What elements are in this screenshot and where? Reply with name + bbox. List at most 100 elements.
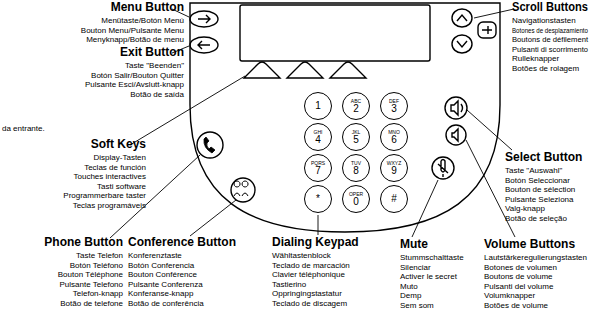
phone-icon	[204, 137, 215, 153]
part-translation: Tastierino	[272, 280, 306, 290]
leader-line	[318, 215, 319, 235]
part-translation: Pulsanti di scorrimento	[512, 45, 588, 55]
part-translation: Oppringingstastatur	[272, 289, 342, 299]
conference-icon	[234, 181, 248, 196]
scroll-down-button	[452, 35, 472, 53]
part-translation: Pulsante Telefono	[60, 280, 123, 290]
part-translation: Bouton Téléphone	[58, 270, 123, 280]
menu-icon	[198, 15, 210, 23]
part-translation: Botões de volume	[484, 301, 548, 311]
key-digit: #	[391, 194, 397, 204]
key-digit: 9	[391, 166, 397, 176]
part-translation: Rulleknapper	[512, 54, 559, 64]
part-translation: Konferanse-knapp	[128, 289, 193, 299]
part-translation: Volumknapper	[484, 291, 535, 301]
keypad-key: OPER0	[342, 185, 370, 213]
part-translation: Bouton de sélection	[505, 185, 575, 195]
menu-button	[190, 11, 218, 27]
part-translation: Botão de saída	[130, 90, 184, 100]
part-translation: Display-Tasten	[94, 153, 146, 163]
part-translation: Botón Salir/Bouton Quitter	[91, 71, 184, 81]
part-translation: Botão de telefone	[60, 299, 123, 309]
part-name: Dialing Keypad	[272, 236, 359, 249]
volume-down-icon	[452, 129, 458, 141]
part-name: Exit Button	[120, 46, 184, 59]
keypad-key: ABC2	[342, 92, 370, 120]
keypad-key: WXYZ9	[380, 154, 408, 182]
volume-up-icon	[451, 101, 463, 115]
part-translation: Botón Conferencia	[128, 261, 194, 271]
soft-key	[244, 62, 280, 78]
keypad-key: GHI4	[304, 123, 332, 151]
part-translation: Taste "Auswahl"	[505, 166, 562, 176]
keypad-key: MNO6	[380, 123, 408, 151]
part-translation: Pulsanti del volume	[484, 282, 553, 292]
phone-housing	[190, 3, 500, 232]
part-name: Mute	[400, 238, 428, 251]
select-button	[478, 22, 496, 38]
part-name: Scroll Buttons	[512, 1, 588, 14]
part-translation: Botón Teléfono	[70, 261, 123, 271]
part-translation: Botones de desplazamiento	[512, 26, 588, 36]
soft-key	[330, 62, 366, 78]
key-digit: 1	[315, 101, 321, 111]
part-translation: Valg-knapp	[505, 204, 545, 214]
part-translation: Menyknapp/Botão de menu	[86, 35, 184, 45]
part-translation: Pulsante Conferenza	[128, 280, 203, 290]
key-digit: 3	[391, 104, 397, 114]
part-translation: Sem som	[400, 301, 434, 311]
display	[240, 5, 430, 61]
part-translation: Boutons de volume	[484, 272, 553, 282]
part-name: Soft Keys	[91, 138, 146, 151]
part-translation: Botones de volumen	[484, 263, 557, 273]
part-translation: Bouton Conférence	[128, 270, 197, 280]
part-name: Phone Button	[44, 236, 123, 249]
keypad-key: #	[380, 185, 408, 213]
keypad-key: JKL5	[342, 123, 370, 151]
part-translation: Botón Seleccionar	[505, 176, 570, 186]
part-translation: Activer le secret	[400, 272, 457, 282]
part-translation: Boutons de défilement	[512, 35, 588, 45]
keypad-key: PQRS7	[304, 154, 332, 182]
part-name: Select Button	[505, 151, 582, 164]
key-digit: 7	[315, 166, 321, 176]
part-translation: Teclas de función	[84, 163, 146, 173]
part-translation: Menütaste/Botón Menú	[101, 16, 184, 26]
part-translation: Teclas programáveis	[73, 201, 146, 211]
volume-down-button	[446, 125, 466, 145]
part-name: Menu Button	[111, 1, 184, 14]
key-digit: 6	[391, 135, 397, 145]
part-translation: Tasti software	[97, 182, 146, 192]
part-translation: Konferenztaste	[128, 251, 182, 261]
part-translation: Silenciar	[400, 263, 431, 273]
part-translation: Navigationstasten	[512, 16, 576, 26]
part-translation: Teclado de marcación	[272, 261, 350, 271]
key-digit: 5	[353, 135, 359, 145]
part-translation: Programmerbare taster	[63, 191, 146, 201]
leader-line	[474, 9, 514, 18]
part-translation: Pulsante Esci/Avslutt-knapp	[85, 80, 184, 90]
key-digit: 2	[353, 104, 359, 114]
part-translation: Wähltastenblock	[272, 251, 331, 261]
leader-line	[190, 200, 236, 236]
part-translation: Touches interactives	[74, 172, 146, 182]
phone-button	[197, 132, 223, 158]
scroll-up-button	[452, 9, 472, 27]
volume-up-button	[445, 97, 467, 119]
key-digit: *	[316, 194, 320, 204]
key-digit: 8	[353, 166, 359, 176]
part-translation: Botão de conferência	[128, 299, 204, 309]
mute-button	[432, 157, 454, 179]
part-translation: Taste Telefon	[76, 251, 123, 261]
part-translation: Botões de rolagem	[512, 64, 579, 74]
leader-line	[467, 110, 512, 150]
keypad-key: DEF3	[380, 92, 408, 120]
conference-button	[231, 178, 255, 202]
part-translation: Telefon-knapp	[73, 289, 123, 299]
part-translation: da entrante.	[2, 124, 45, 134]
part-translation: Clavier téléphonique	[272, 270, 345, 280]
key-digit: 0	[353, 197, 359, 207]
soft-key	[287, 62, 323, 78]
exit-button	[190, 37, 218, 53]
part-name: Volume Buttons	[484, 238, 575, 251]
